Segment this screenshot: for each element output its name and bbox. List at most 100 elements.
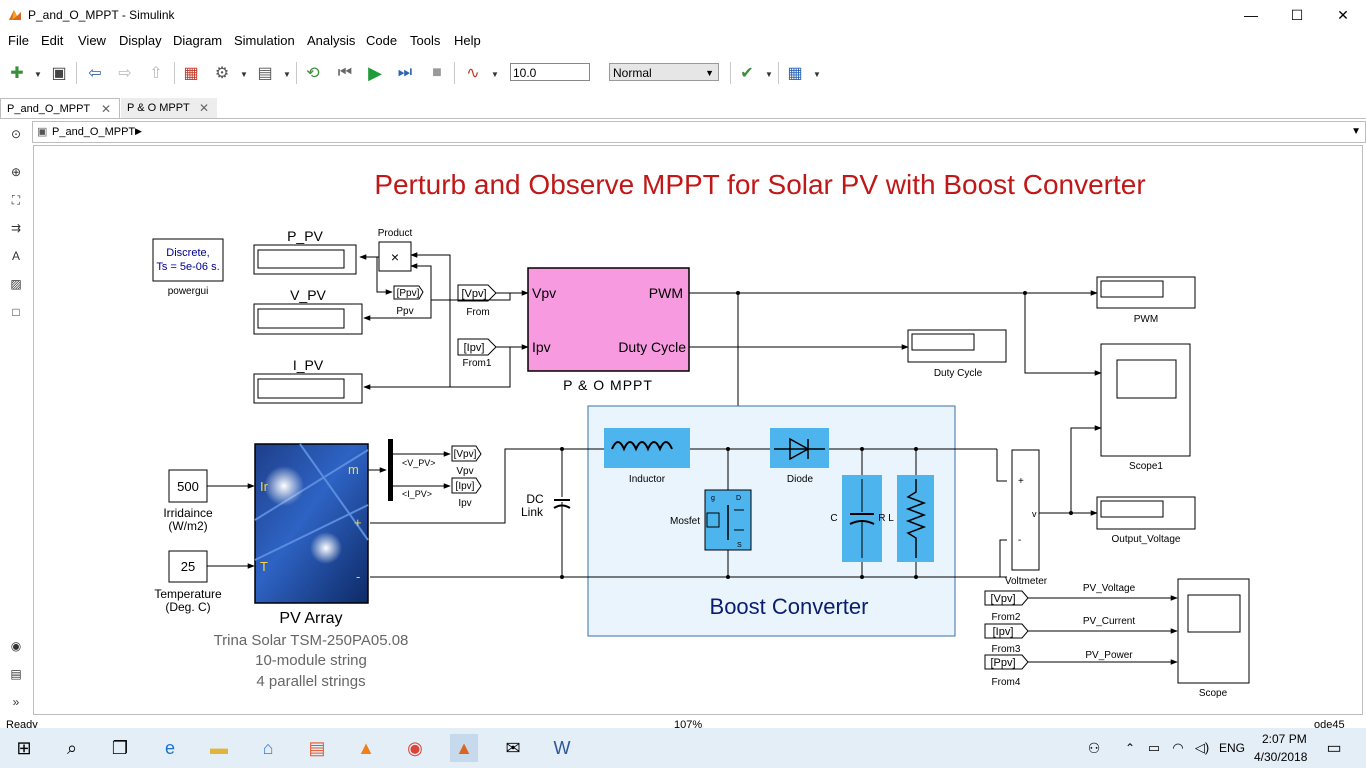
battery-icon[interactable]: ▭ <box>1147 740 1161 755</box>
tab-p-and-o-mppt[interactable]: P_and_O_MPPT✕ <box>0 98 120 118</box>
breadcrumb-item[interactable]: P_and_O_MPPT <box>52 126 136 138</box>
vlc-icon[interactable]: ▲ <box>357 737 375 758</box>
stop-icon[interactable]: ■ <box>432 64 442 81</box>
edge-icon[interactable]: e <box>164 737 175 758</box>
camera-icon[interactable]: ◉ <box>10 639 22 653</box>
matlab-icon[interactable]: ▲ <box>450 734 478 762</box>
store-icon[interactable]: ⌂ <box>262 737 274 758</box>
menu-edit[interactable]: Edit <box>41 33 64 48</box>
volume-icon[interactable]: ◁) <box>1194 740 1210 755</box>
chevron-down-icon[interactable]: ▼ <box>765 70 773 79</box>
forward-icon[interactable]: ⇨ <box>118 65 132 82</box>
p-and-o-mppt-subsystem[interactable]: Vpv Ipv PWM Duty Cycle P & O MPPT <box>527 267 690 393</box>
simulation-mode-select[interactable]: Normal ▼ <box>609 63 719 81</box>
arrow-icon[interactable]: ⇉ <box>10 221 22 235</box>
menu-tools[interactable]: Tools <box>410 33 441 48</box>
chevron-down-icon[interactable]: ▼ <box>34 70 42 79</box>
chevron-up-icon[interactable]: ⌃ <box>1124 741 1136 755</box>
expand-icon[interactable]: » <box>12 695 20 709</box>
chevron-down-icon[interactable]: ▼ <box>1351 126 1361 137</box>
search-icon[interactable]: ⌕ <box>66 737 78 758</box>
from-ipv[interactable]: [Ipv] From1 <box>457 338 497 369</box>
voltmeter-block[interactable]: + - v Voltmeter <box>1005 449 1048 587</box>
menu-view[interactable]: View <box>78 33 106 48</box>
temperature-constant[interactable]: 25 Temperature (Deg. C) <box>154 550 222 614</box>
menu-help[interactable]: Help <box>454 33 481 48</box>
save-icon[interactable]: ▣ <box>51 65 67 82</box>
people-icon[interactable]: ⚇ <box>1087 739 1101 756</box>
goto-ipv[interactable]: [Ipv] Ipv <box>451 477 482 509</box>
scope-block[interactable]: Scope <box>1177 578 1250 699</box>
close-button[interactable]: ✕ <box>1337 7 1349 23</box>
product-block[interactable]: Product × <box>378 228 413 272</box>
duty-cycle-display[interactable]: Duty Cycle <box>907 329 1007 379</box>
p-pv-display[interactable]: P_PV <box>253 228 357 275</box>
pwm-display[interactable]: PWM <box>1096 276 1196 325</box>
annotation-icon[interactable]: A <box>11 249 20 263</box>
from-vpv[interactable]: [Vpv] From <box>457 284 497 318</box>
inductor-block[interactable]: Inductor <box>604 428 690 485</box>
chevron-down-icon[interactable]: ▼ <box>283 70 291 79</box>
from3-block[interactable]: [Ipv] From3 <box>984 623 1029 655</box>
goto-ppv[interactable]: [Ppv] Ppv <box>393 285 424 317</box>
chevron-down-icon[interactable]: ▼ <box>813 70 821 79</box>
menu-simulation[interactable]: Simulation <box>234 33 295 48</box>
build-icon[interactable]: ▦ <box>787 65 803 82</box>
mail-icon[interactable]: ✉ <box>505 737 521 758</box>
pdf-icon[interactable]: ▤ <box>308 737 326 758</box>
output-voltage-display[interactable]: Output_Voltage <box>1096 496 1196 545</box>
dc-link-capacitor[interactable]: DC Link <box>521 492 571 519</box>
menu-analysis[interactable]: Analysis <box>307 33 356 48</box>
scope1-block[interactable]: Scope1 <box>1100 343 1191 472</box>
menu-display[interactable]: Display <box>119 33 162 48</box>
chevron-right-icon[interactable]: ▶ <box>135 126 142 136</box>
maximize-button[interactable]: ☐ <box>1290 7 1304 23</box>
area-icon[interactable]: □ <box>12 305 20 319</box>
stop-time-input[interactable]: 10.0 <box>510 63 590 81</box>
wifi-icon[interactable]: ◠ <box>1172 740 1184 755</box>
load-resistor[interactable]: R L <box>878 475 934 562</box>
language-indicator[interactable]: ENG <box>1219 741 1246 755</box>
from4-block[interactable]: [Ppv] From4 <box>984 654 1029 688</box>
fit-to-view-icon[interactable]: ⛶ <box>11 193 21 207</box>
chrome-icon[interactable]: ◉ <box>407 737 423 758</box>
mosfet-block[interactable]: g D S Mosfet <box>670 489 752 551</box>
goto-vpv[interactable]: [Vpv] Vpv <box>451 445 482 477</box>
run-icon[interactable]: ▶ <box>368 62 382 83</box>
menu-file[interactable]: File <box>8 33 29 48</box>
image-icon[interactable]: ▨ <box>10 277 22 291</box>
from2-block[interactable]: [Vpv] From2 <box>984 590 1029 623</box>
v-pv-display[interactable]: V_PV <box>253 287 363 335</box>
close-icon[interactable]: ✕ <box>198 101 209 115</box>
menu-code[interactable]: Code <box>366 33 398 48</box>
chevron-down-icon[interactable]: ▼ <box>240 70 248 79</box>
hide-browser-icon[interactable]: ⊙ <box>10 127 22 141</box>
minimize-button[interactable]: — <box>1244 7 1258 23</box>
check-icon[interactable]: ✔ <box>740 65 754 82</box>
chevron-down-icon[interactable]: ▼ <box>491 70 499 79</box>
close-icon[interactable]: ✕ <box>100 102 111 116</box>
pv-array-block[interactable]: Ir T m + - PV Array <box>254 443 369 627</box>
tab-p-o-mppt[interactable]: P & O MPPT✕ <box>121 98 217 118</box>
menu-diagram[interactable]: Diagram <box>173 33 223 48</box>
step-forward-icon[interactable]: ⏭ <box>397 64 413 81</box>
update-diagram-icon[interactable]: ⟲ <box>306 65 320 82</box>
diode-block[interactable]: Diode <box>770 428 829 485</box>
clock-date[interactable]: 4/30/2018 <box>1254 750 1308 764</box>
task-view-icon[interactable]: ❐ <box>111 737 129 758</box>
model-explorer-icon[interactable]: ▤ <box>257 65 273 82</box>
data-inspector-icon[interactable]: ∿ <box>466 65 480 82</box>
zoom-icon[interactable]: ⊕ <box>10 165 22 179</box>
library-browser-icon[interactable]: ▦ <box>183 65 199 82</box>
step-back-icon[interactable]: ⏮ <box>337 64 353 81</box>
file-explorer-icon[interactable]: ▬ <box>210 737 228 758</box>
back-icon[interactable]: ⇦ <box>88 65 102 82</box>
word-icon[interactable]: W <box>553 737 571 758</box>
windows-start-icon[interactable]: ⊞ <box>16 737 32 758</box>
i-pv-display[interactable]: I_PV <box>253 357 363 404</box>
powergui-block[interactable]: Discrete, Ts = 5e-06 s. powergui <box>152 238 224 297</box>
gear-icon[interactable]: ⚙ <box>214 65 230 82</box>
new-model-icon[interactable]: ✚ <box>10 65 24 82</box>
output-capacitor[interactable]: C <box>830 475 882 562</box>
bus-selector[interactable] <box>388 439 393 501</box>
